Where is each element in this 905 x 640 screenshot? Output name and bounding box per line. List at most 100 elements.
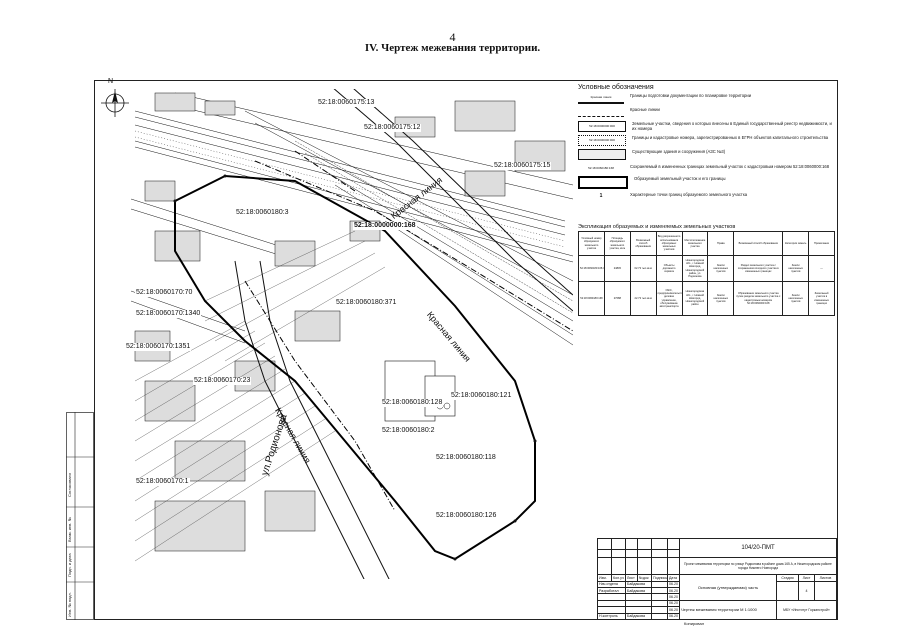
table-header-cell: Примечание [808,231,835,256]
parcel-label: 52:18:0060170:70 [135,289,194,297]
table-cell: Земли населенных пунктов [707,255,735,282]
drawing-frame [94,80,838,620]
legend-symbol [578,149,626,160]
table-header-cell: Категория земель [782,231,810,256]
parcel-label: 52:18:0000000:168 [353,222,417,230]
explication-table-block: Экспликация образуемых и изменяемых земе… [578,224,835,316]
parcel-label: 52:18:0060180:121 [450,392,513,400]
parcel-label: 52:18:0060175:12 [363,124,422,132]
table-header-cell: Площадь образуемого земельного участка, … [603,231,631,256]
sheet-value: 4 [797,580,815,601]
table-cell: 27088 [603,281,631,316]
copied-label: Копировал [684,621,705,626]
table-row: 52:18:0060180:168 27088 22.73 тыс.кв.м И… [578,281,835,316]
legend-text: Сохраняемый в измененных границах земель… [630,164,830,169]
table-cell: Объекты дорожного сервиса [655,255,683,282]
parcel-label: 52:18:0060170:23 [193,377,252,385]
legend-symbol [578,107,624,117]
stamp-name: Байдакова [625,612,652,621]
legend-title: Условные обозначения [578,84,654,91]
legend-symbol: 52:18:0000000:000 [578,121,626,132]
table-cell: Земельный участок в измененных границах [808,281,835,316]
north-label: N [108,78,114,85]
parcel-label: 52:18:0060180:126 [435,512,498,520]
table-header-cell: Вид разрешенного использования образуемы… [655,231,683,256]
table-cell: 52:18:0060180:168.ЗУ1 [578,255,605,282]
table-cell: 24845 [603,255,631,282]
side-label-agreed: Согласовано [67,472,72,497]
parcel-label: 52:18:0060180:118 [435,454,497,462]
legend-text: Красные линии [630,107,660,112]
document-code: 104/20-ПМТ [679,537,837,559]
table-row: 52:18:0060180:168.ЗУ1 24845 02.73 тыс.кв… [578,255,835,282]
table-cell: 52:18:0060180:168 [578,281,605,316]
legend-item: 52:18:0000000:000 Границы и кадастровые … [578,135,833,146]
legend-symbol [578,176,628,189]
explication-table: Условный номер образуемого земельного уч… [578,231,835,316]
legend: Условные обозначения Красная линия Грани… [578,84,833,204]
table-cell: Земли населенных пунктов [782,255,810,282]
table-cell: Нижегородская обл., г. Нижний Новгород, … [681,255,709,282]
side-strip-lines [66,412,94,620]
organization: МБУ «Институт Горкапстрой» [775,599,838,621]
legend-symbol: 52:18:0000000:000 [578,135,626,146]
parcel-label: 52:18:0060175:13 [317,99,376,107]
legend-item: Существующие здания и сооружения (АЗС №3… [578,149,833,160]
project-title: Проект межевания территории по улице Род… [679,557,837,576]
table-header-row: Условный номер образуемого земельного уч… [578,231,835,256]
side-title-strip: Инв. № подл. Подп. и дата Взам. инв. № С… [66,412,94,620]
legend-item: 1 Характерные точки границ образуемого з… [578,192,833,201]
parcel-label: 52:18:0060180:128 [381,399,444,407]
stamp-role: Н.контроль [597,612,626,621]
legend-text: Земельные участки, сведения о которых вн… [632,121,832,131]
table-header-cell: Возможный способ образования [629,231,657,256]
legend-symbol: 52:18:0060180:168 [588,166,614,170]
table-cell: Раздел земельного участка с сохранением … [733,255,784,282]
parcel-label: 52:18:0060170:1351 [125,343,192,351]
table-cell: Нижегородская обл., г. Нижний Новгород, … [681,281,709,316]
legend-item: Красные линии [578,107,833,117]
title-block-table: 104/20-ПМТ Проект межевания территории п… [597,537,838,621]
table-header-cell: Условный номер образуемого земельного уч… [578,231,605,256]
parcel-label: 52:18:0060170:1 [135,478,190,486]
legend-text: Существующие здания и сооружения (АЗС №3… [632,149,726,154]
parcel-label: 52:18:0060180:371 [335,299,398,307]
legend-item: 52:18:0060180:168 Сохраняемый в измененн… [578,164,833,173]
legend-symbol: Красная линия [578,93,624,104]
table-header-cell: Возможный способ образования [733,231,784,256]
page-number: 4 [449,30,456,44]
page-heading: IV. Чертеж межевания территории. [364,42,541,54]
table-cell: Земли населенных пунктов [707,281,735,316]
map-drawing [101,89,573,579]
table-cell: ИЖС, предпринимательство, деловое управл… [655,281,683,316]
table-cell: 22.73 тыс.кв.м [629,281,657,316]
section-name: Основная (утверждаемая) часть [679,574,777,601]
sheets-label: Листов [813,574,838,582]
parcel-label: 52:18:0060180:2 [381,427,436,435]
legend-item: Образуемый земельный участок и его грани… [578,176,833,189]
table-cell: Земли населенных пунктов [782,281,810,316]
table-cell: 02.73 тыс.кв.м [629,255,657,282]
explication-title: Экспликация образуемых и изменяемых земе… [578,224,736,230]
table-header-cell: Местоположение земельного участка [681,231,709,256]
parcel-label: 52:18:0060170:1340 [135,310,202,318]
legend-item: 52:18:0000000:000 Земельные участки, све… [578,121,833,132]
stamp-date: 06.20 [667,612,680,621]
table-header-cell: Права [707,231,735,256]
table-cell: — [808,255,835,282]
side-label-replace: Взам. инв. № [67,517,72,542]
parcel-label: 52:18:0060175:15 [493,162,552,170]
legend-text: Границы и кадастровые номера, зарегистри… [632,135,829,140]
legend-text: Характерные точки границ образуемого зем… [630,192,748,197]
legend-symbol: 1 [599,193,603,199]
drawing-title: Чертеж межевания территории М 1:1000 [679,599,777,621]
parcel-label: 52:18:0060180:3 [235,209,290,217]
table-cell: Образование земельного участка путем раз… [733,281,784,316]
legend-item: Красная линия Границы подготовки докумен… [578,93,833,104]
legend-text: Образуемый земельный участок и его грани… [634,176,726,181]
north-arrow-icon [101,89,129,117]
side-label-inv: Инв. № подл. [67,592,72,617]
title-block: 104/20-ПМТ Проект межевания территории п… [597,537,838,621]
cadastral-map: 52:18:0060175:13 52:18:0060175:12 52:18:… [95,78,575,581]
legend-text: Границы подготовки документации по плани… [630,93,752,98]
